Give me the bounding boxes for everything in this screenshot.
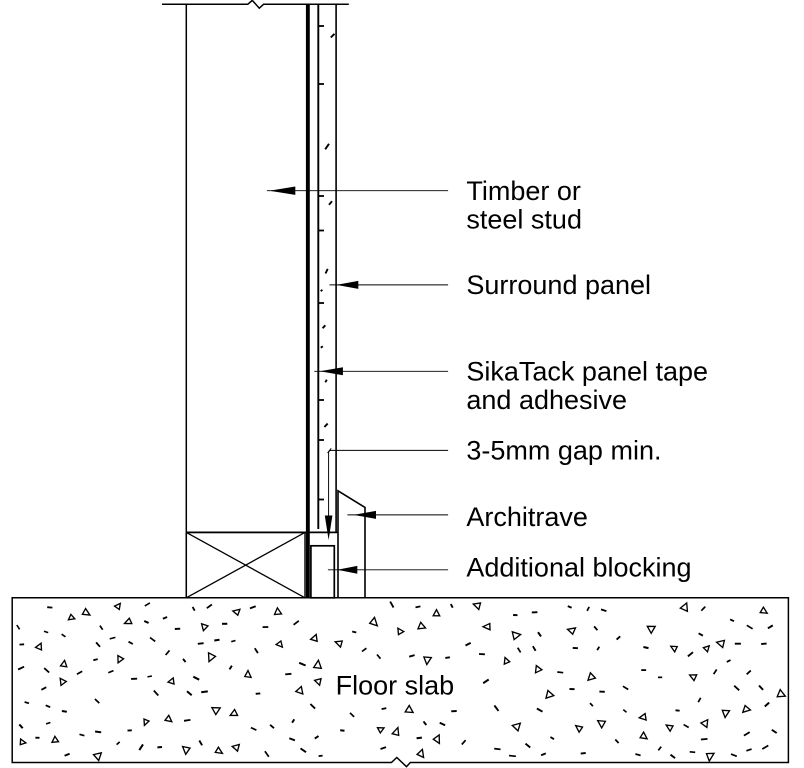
svg-text:Surround panel: Surround panel — [466, 270, 651, 300]
svg-text:SikaTack panel tape: SikaTack panel tape — [466, 357, 708, 387]
svg-text:Timber or: Timber or — [466, 176, 581, 206]
svg-text:Architrave: Architrave — [466, 502, 588, 532]
svg-text:steel stud: steel stud — [466, 204, 582, 234]
svg-text:Floor slab: Floor slab — [336, 671, 455, 701]
svg-text:3-5mm gap min.: 3-5mm gap min. — [466, 436, 661, 466]
svg-text:and adhesive: and adhesive — [466, 385, 627, 415]
svg-text:Additional blocking: Additional blocking — [466, 553, 691, 583]
